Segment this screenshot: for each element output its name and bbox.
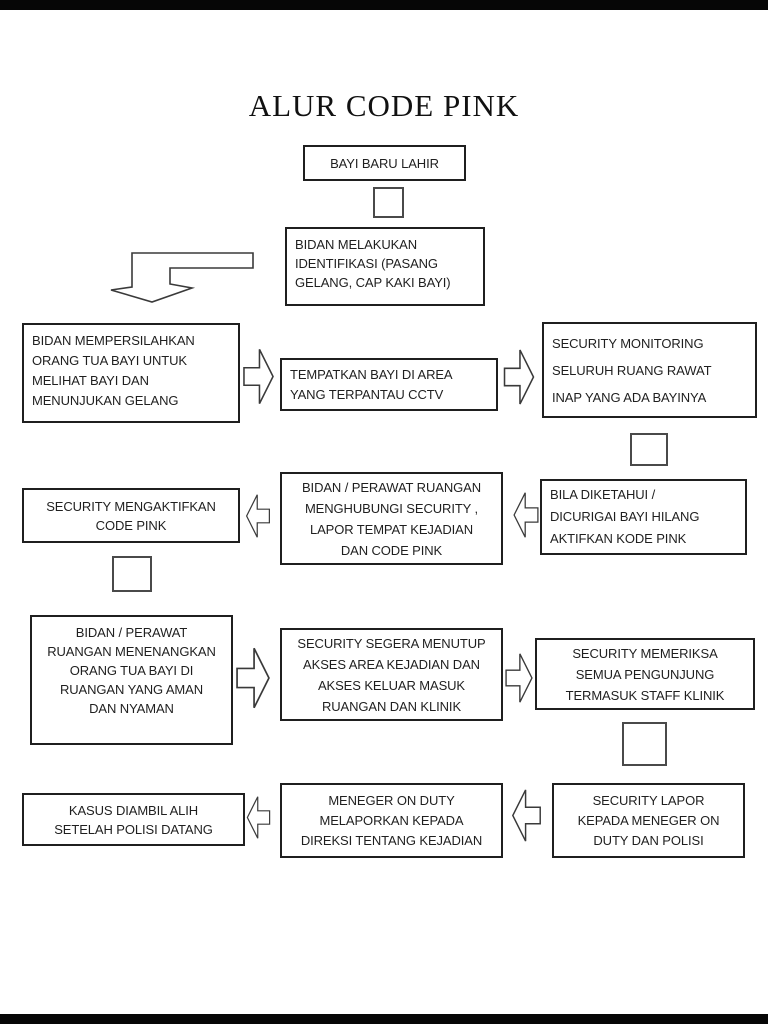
flow-node-text: SECURITY SEGERA MENUTUP AKSES AREA KEJAD… xyxy=(297,635,486,714)
flow-node-bila-diketahui: BILA DIKETAHUI / DICURIGAI BAYI HILANG A… xyxy=(540,479,747,555)
block-arrow-right-icon xyxy=(236,647,270,709)
page-title: ALUR CODE PINK xyxy=(248,88,520,123)
block-arrow-left-icon xyxy=(246,796,271,839)
flow-node-bidan-menghubungi: BIDAN / PERAWAT RUANGAN MENGHUBUNGI SECU… xyxy=(280,472,503,565)
flow-node-text: SECURITY MENGAKTIFKAN CODE PINK xyxy=(46,498,216,533)
flow-node-security-memeriksa: SECURITY MEMERIKSA SEMUA PENGUNJUNG TERM… xyxy=(535,638,755,710)
flow-node-text: SECURITY MONITORING SELURUH RUANG RAWAT … xyxy=(552,335,712,405)
flow-node-text: BIDAN MEMPERSILAHKAN ORANG TUA BAYI UNTU… xyxy=(32,333,195,408)
flow-node-text: BIDAN / PERAWAT RUANGAN MENGHUBUNGI SECU… xyxy=(301,479,481,558)
flow-node-text: BILA DIKETAHUI / DICURIGAI BAYI HILANG A… xyxy=(550,487,700,546)
flow-node-tempatkan-bayi: TEMPATKAN BAYI DI AREA YANG TERPANTAU CC… xyxy=(280,358,498,411)
block-arrow-right-icon xyxy=(505,653,533,703)
flow-node-text: SECURITY LAPOR KEPADA MENEGER ON DUTY DA… xyxy=(577,792,720,848)
flow-node-security-monitoring: SECURITY MONITORING SELURUH RUANG RAWAT … xyxy=(542,322,757,418)
flow-node-text: BIDAN / PERAWAT RUANGAN MENENANGKAN ORAN… xyxy=(47,625,216,716)
flow-node-meneger-melaporkan: MENEGER ON DUTY MELAPORKAN KEPADA DIREKS… xyxy=(280,783,503,858)
connector-square xyxy=(630,433,668,466)
block-arrow-left-icon xyxy=(511,789,541,842)
flow-node-bidan-menenangkan: BIDAN / PERAWAT RUANGAN MENENANGKAN ORAN… xyxy=(30,615,233,745)
bent-arrow-down-left-icon xyxy=(110,252,254,303)
flow-node-text: SECURITY MEMERIKSA SEMUA PENGUNJUNG TERM… xyxy=(565,645,725,703)
block-arrow-right-icon xyxy=(243,349,274,404)
connector-square xyxy=(373,187,404,218)
flow-node-text: BAYI BARU LAHIR xyxy=(330,155,439,171)
flow-node-text: BIDAN MELAKUKAN IDENTIFIKASI (PASANG GEL… xyxy=(295,237,451,290)
flow-node-kasus-diambil-alih: KASUS DIAMBIL ALIH SETELAH POLISI DATANG xyxy=(22,793,245,846)
flow-node-text: TEMPATKAN BAYI DI AREA YANG TERPANTAU CC… xyxy=(290,366,453,402)
connector-square xyxy=(622,722,667,766)
letterbox-bar-top xyxy=(0,0,768,10)
letterbox-bar-bottom xyxy=(0,1014,768,1024)
block-arrow-left-icon xyxy=(513,492,539,538)
flow-node-security-lapor: SECURITY LAPOR KEPADA MENEGER ON DUTY DA… xyxy=(552,783,745,858)
flow-node-bayi-baru-lahir: BAYI BARU LAHIR xyxy=(303,145,466,181)
flow-node-bidan-identifikasi: BIDAN MELAKUKAN IDENTIFIKASI (PASANG GEL… xyxy=(285,227,485,306)
block-arrow-right-icon xyxy=(503,349,535,405)
flow-node-security-mengaktifkan: SECURITY MENGAKTIFKAN CODE PINK xyxy=(22,488,240,543)
flow-node-text: KASUS DIAMBIL ALIH SETELAH POLISI DATANG xyxy=(54,802,213,837)
flow-node-security-menutup: SECURITY SEGERA MENUTUP AKSES AREA KEJAD… xyxy=(280,628,503,721)
block-arrow-left-icon xyxy=(245,494,270,538)
flow-node-bidan-mempersilahkan: BIDAN MEMPERSILAHKAN ORANG TUA BAYI UNTU… xyxy=(22,323,240,423)
flow-node-text: MENEGER ON DUTY MELAPORKAN KEPADA DIREKS… xyxy=(300,792,483,848)
connector-square xyxy=(112,556,152,592)
